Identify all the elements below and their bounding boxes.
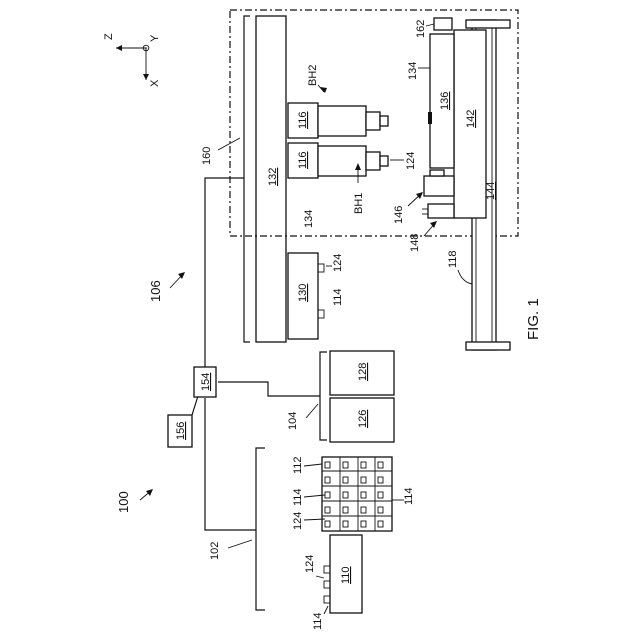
control-line-to-160 bbox=[205, 178, 244, 375]
bracket-160 bbox=[244, 16, 250, 342]
ref-148: 148 bbox=[409, 234, 421, 252]
z-axis-arrow-icon bbox=[116, 45, 122, 51]
rail-144-end-bottom bbox=[466, 342, 510, 350]
ref-154: 154 bbox=[200, 373, 212, 391]
ref-146: 146 bbox=[393, 206, 405, 224]
control-line-to-102 bbox=[205, 398, 256, 530]
ref-114-d: 114 bbox=[312, 612, 324, 630]
ref-124-c: 124 bbox=[304, 555, 316, 573]
camera-146-top bbox=[430, 170, 444, 176]
ref-112: 112 bbox=[292, 456, 304, 474]
sensor-162 bbox=[434, 18, 452, 30]
ref-114-b: 114 bbox=[403, 487, 415, 505]
ref-148-arrowhead-icon bbox=[430, 221, 437, 228]
ref-124-a: 124 bbox=[405, 152, 417, 170]
ref-116-a: 116 bbox=[297, 111, 309, 129]
ref-136: 136 bbox=[439, 92, 451, 110]
ref-156: 156 bbox=[175, 422, 187, 440]
holder-148 bbox=[428, 204, 454, 218]
ref-100-arrowhead-icon bbox=[146, 489, 153, 496]
y-axis-dot-icon bbox=[145, 47, 147, 49]
axis-x-label: X bbox=[149, 79, 161, 87]
rail-144-end-top bbox=[466, 20, 510, 28]
figure-label: FIG. 1 bbox=[525, 298, 542, 340]
probe-tip-a bbox=[366, 112, 380, 130]
ref-144: 144 bbox=[485, 182, 497, 200]
label-bh2: BH2 bbox=[307, 65, 319, 86]
ref-114-c: 114 bbox=[332, 288, 344, 306]
probe-end-a bbox=[380, 116, 388, 126]
ref-106: 106 bbox=[148, 280, 163, 302]
axis-indicator: Z Y X bbox=[103, 33, 161, 87]
axis-z-label: Z bbox=[103, 33, 115, 40]
ref-162: 162 bbox=[415, 20, 427, 38]
ref-102: 102 bbox=[209, 542, 221, 560]
ref-162-leader bbox=[426, 24, 434, 26]
ref-126: 126 bbox=[357, 410, 369, 428]
probe-tip-b bbox=[366, 152, 380, 170]
ref-116-b: 116 bbox=[297, 151, 309, 169]
ref-100: 100 bbox=[116, 491, 131, 513]
ref-134-a: 134 bbox=[303, 210, 315, 228]
probe-body-a bbox=[318, 106, 366, 136]
ref-118-leader bbox=[458, 270, 472, 284]
camera-146 bbox=[424, 176, 454, 196]
ref-124-c-leader bbox=[316, 576, 324, 578]
ref-124-d: 124 bbox=[292, 512, 304, 530]
ref-114-a: 114 bbox=[292, 488, 304, 506]
ref-104-leader bbox=[306, 404, 318, 418]
pin bbox=[324, 581, 330, 588]
ref-134-b: 134 bbox=[407, 62, 419, 80]
ref-102-leader bbox=[228, 540, 252, 548]
box-110-pins bbox=[324, 566, 330, 603]
ref-104: 104 bbox=[287, 412, 299, 430]
ref-128: 128 bbox=[357, 363, 369, 381]
link-156-154 bbox=[192, 396, 198, 415]
axis-y-label: Y bbox=[149, 34, 161, 42]
ref-124-b: 124 bbox=[332, 254, 344, 272]
x-axis-arrow-icon bbox=[143, 74, 149, 80]
pin-130-b bbox=[318, 310, 324, 318]
pin bbox=[324, 566, 330, 573]
ref-110: 110 bbox=[340, 566, 352, 584]
ref-160: 160 bbox=[201, 147, 213, 165]
ref-130: 130 bbox=[297, 284, 309, 302]
bracket-102 bbox=[256, 448, 265, 610]
ref-142: 142 bbox=[465, 110, 477, 128]
ref-132: 132 bbox=[267, 168, 279, 186]
plate-136-mark bbox=[428, 112, 432, 124]
ref-114-d-leader bbox=[324, 606, 328, 614]
ref-112-leader bbox=[304, 464, 322, 466]
ref-118: 118 bbox=[447, 250, 459, 268]
probe-end-b bbox=[380, 156, 388, 166]
ref-160-leader bbox=[218, 138, 240, 150]
control-line-to-104 bbox=[218, 382, 320, 396]
pin-130-a bbox=[318, 264, 324, 272]
pin bbox=[324, 596, 330, 603]
label-bh1: BH1 bbox=[353, 193, 365, 214]
probe-body-b bbox=[318, 146, 366, 176]
bracket-104 bbox=[320, 352, 327, 440]
